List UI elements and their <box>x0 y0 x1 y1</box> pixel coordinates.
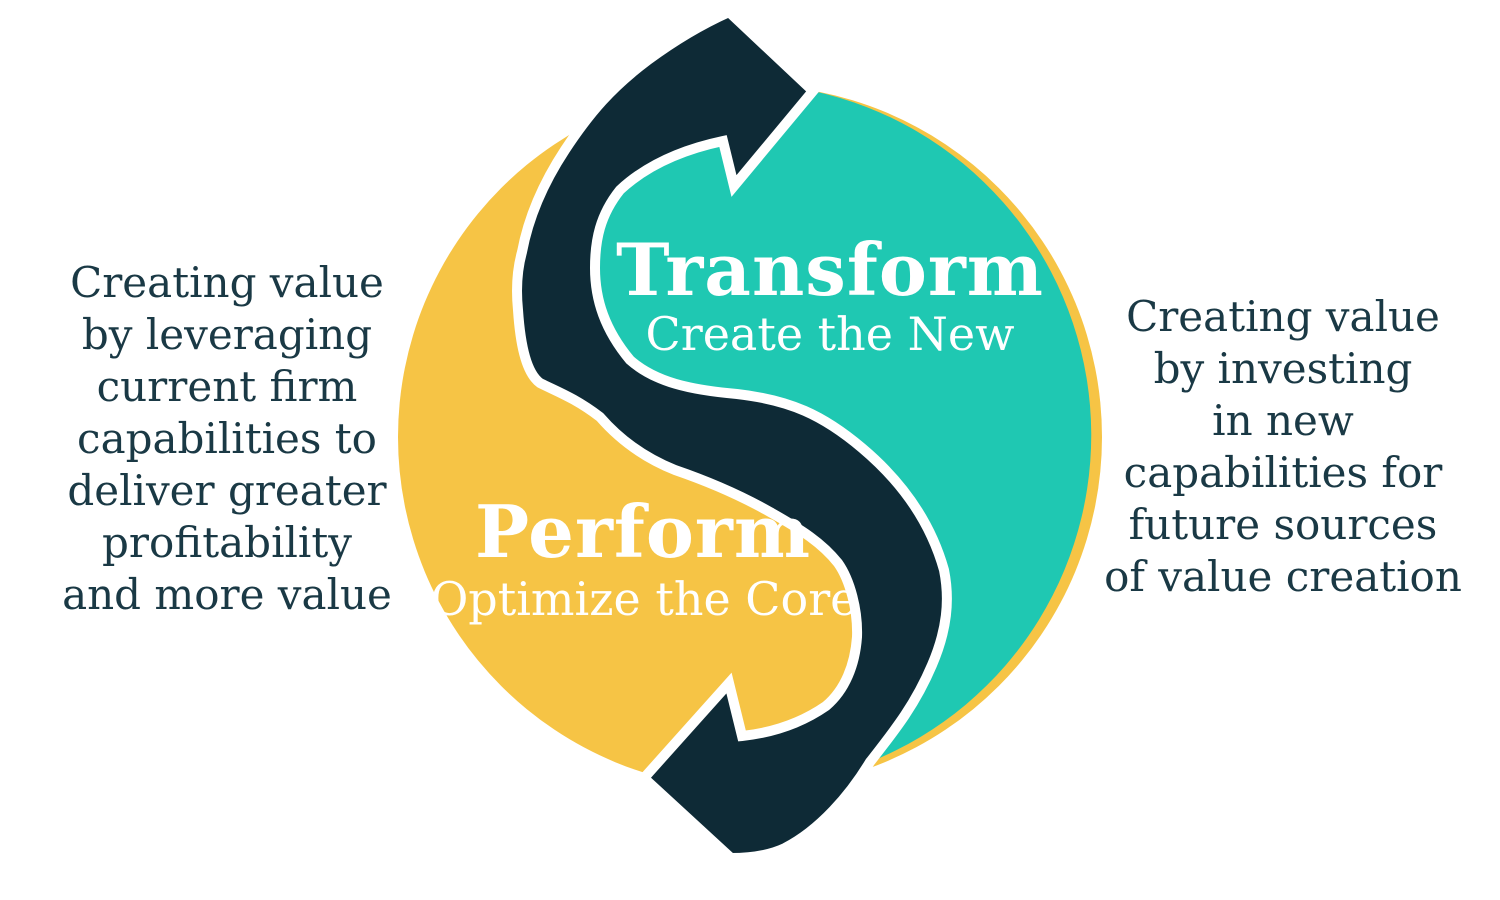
perform-title: Perform <box>475 489 811 574</box>
left-caption-line: deliver greater <box>67 466 387 515</box>
left-caption-line: Creating value <box>70 258 384 307</box>
perform-subtitle: Optimize the Core <box>431 572 858 626</box>
transform-segment-shape <box>595 91 1092 762</box>
transform-subtitle: Create the New <box>646 307 1015 361</box>
right-caption-line: capabilities for <box>1124 448 1444 497</box>
left-caption: Creating value by leveraging current fir… <box>62 258 392 619</box>
left-caption-line: and more value <box>62 570 392 619</box>
left-caption-line: current firm <box>97 362 358 411</box>
left-caption-line: profitability <box>102 518 352 567</box>
transform-title: Transform <box>616 227 1044 312</box>
right-caption-line: future sources <box>1129 500 1438 549</box>
left-caption-line: by leveraging <box>82 310 372 359</box>
cycle-arrow-icon <box>512 6 952 864</box>
right-caption-line: in new <box>1212 396 1354 445</box>
right-caption: Creating value by investing in new capab… <box>1104 292 1462 601</box>
right-caption-line: Creating value <box>1126 292 1440 341</box>
left-caption-line: capabilities to <box>77 414 377 463</box>
right-caption-line: by investing <box>1154 344 1413 393</box>
right-caption-line: of value creation <box>1104 552 1462 601</box>
